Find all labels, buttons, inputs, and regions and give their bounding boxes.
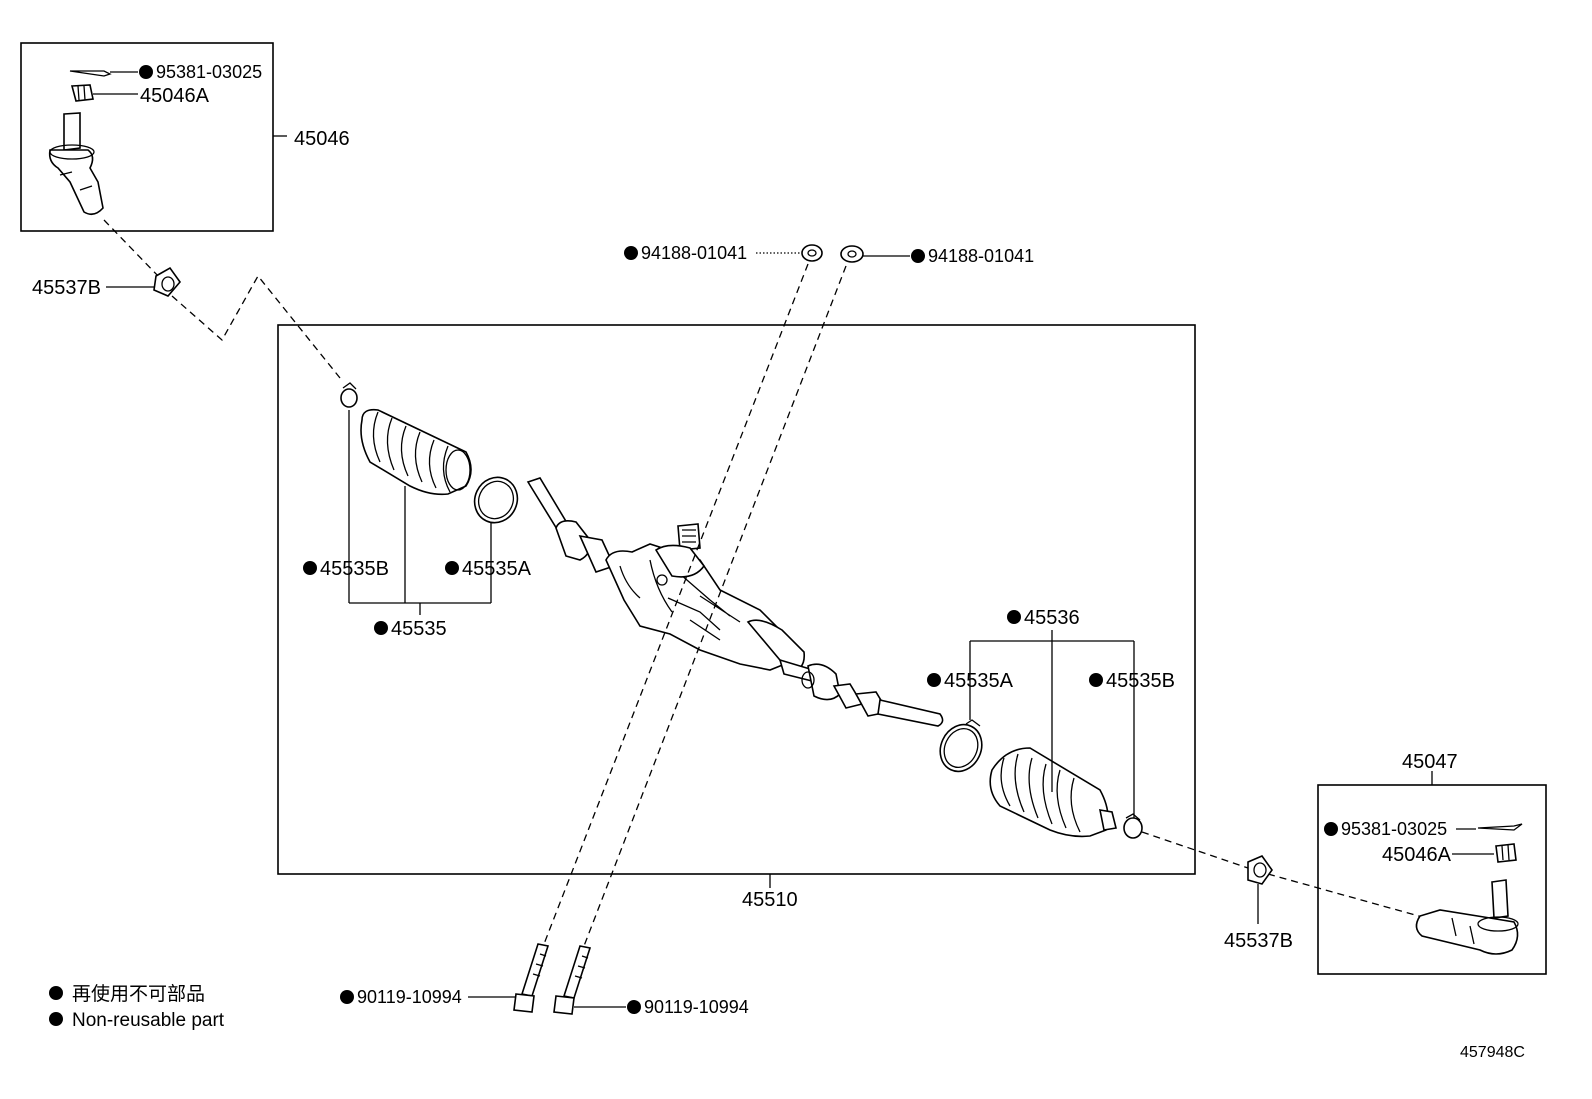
legend-bullet-1 xyxy=(49,986,63,1000)
label-lock-nut-left: 45537B xyxy=(32,277,101,299)
diagram-code: 457948C xyxy=(1460,1044,1525,1061)
dashed-guide-bolt-left xyxy=(543,263,809,945)
svg-text:95381-03025: 95381-03025 xyxy=(1341,819,1447,839)
label-clamp-left: 45535A xyxy=(445,558,532,580)
bolt-left-drawing xyxy=(513,943,550,1013)
legend-text-en: Non-reusable part xyxy=(72,1010,225,1031)
dashed-guide-left-tierod xyxy=(103,219,341,379)
tie-rod-end-lh-drawing xyxy=(48,70,138,216)
washer-right-drawing xyxy=(840,245,864,263)
svg-text:45536: 45536 xyxy=(1024,607,1080,629)
label-bolt-right: 90119-10994 xyxy=(627,997,749,1017)
label-nut-top: 45046A xyxy=(140,85,210,107)
svg-text:45535A: 45535A xyxy=(462,558,532,580)
box-tie-rod-end-lh xyxy=(20,42,274,232)
legend-text-jp: 再使用不可部品 xyxy=(72,983,205,1005)
svg-text:94188-01041: 94188-01041 xyxy=(928,246,1034,266)
label-tie-rod-end-rh: 45047 xyxy=(1402,751,1458,773)
bracket-45535-left xyxy=(348,410,492,615)
label-boot-kit-left: 45535 xyxy=(374,618,447,640)
svg-text:45535B: 45535B xyxy=(1106,670,1175,692)
label-clamp-right: 45535A xyxy=(927,670,1014,692)
lock-nut-left-drawing xyxy=(153,266,182,297)
svg-text:90119-10994: 90119-10994 xyxy=(644,997,749,1017)
tie-rod-end-rh-drawing xyxy=(1415,823,1523,955)
boot-left-drawing xyxy=(360,408,472,496)
svg-text:45535: 45535 xyxy=(391,618,447,640)
label-nut-right: 45046A xyxy=(1382,844,1452,866)
dashed-guide-right-tierod xyxy=(1141,831,1427,919)
dashed-guide-bolt-right xyxy=(583,265,847,947)
label-boot-left: 45535B xyxy=(303,558,389,580)
label-washer-right: 94188-01041 xyxy=(911,246,1034,266)
box-gear-assy xyxy=(277,324,1196,875)
svg-text:90119-10994: 90119-10994 xyxy=(357,987,462,1007)
bracket-45536-right xyxy=(969,630,1135,818)
label-bolt-left: 90119-10994 xyxy=(340,987,462,1007)
svg-text:95381-03025: 95381-03025 xyxy=(156,62,262,82)
clamp-small-left-drawing xyxy=(340,382,358,408)
washer-left-drawing xyxy=(801,244,823,262)
clamp-large-left-drawing xyxy=(473,476,519,524)
label-lock-nut-right: 45537B xyxy=(1224,930,1293,952)
steering-gear-drawing xyxy=(526,477,944,727)
legend: 再使用不可部品 Non-reusable part xyxy=(49,983,225,1031)
label-boot-right: 45535B xyxy=(1089,670,1175,692)
legend-bullet-2 xyxy=(49,1012,63,1026)
bolt-right-drawing xyxy=(553,945,592,1015)
svg-text:45535A: 45535A xyxy=(944,670,1014,692)
label-cotter-pin-right: 95381-03025 xyxy=(1324,819,1447,839)
clamp-large-right-drawing xyxy=(939,719,983,773)
label-tie-rod-end-lh: 45046 xyxy=(294,128,350,150)
label-boot-kit-right: 45536 xyxy=(1007,607,1080,629)
label-washer-left: 94188-01041 xyxy=(624,243,747,263)
clamp-small-right-drawing xyxy=(1123,813,1143,839)
lock-nut-right-drawing xyxy=(1247,855,1273,885)
svg-text:45535B: 45535B xyxy=(320,558,389,580)
boot-right-drawing xyxy=(989,747,1117,838)
svg-text:94188-01041: 94188-01041 xyxy=(641,243,747,263)
label-gear-assy: 45510 xyxy=(742,889,798,911)
label-cotter-pin-top: 95381-03025 xyxy=(139,62,262,82)
